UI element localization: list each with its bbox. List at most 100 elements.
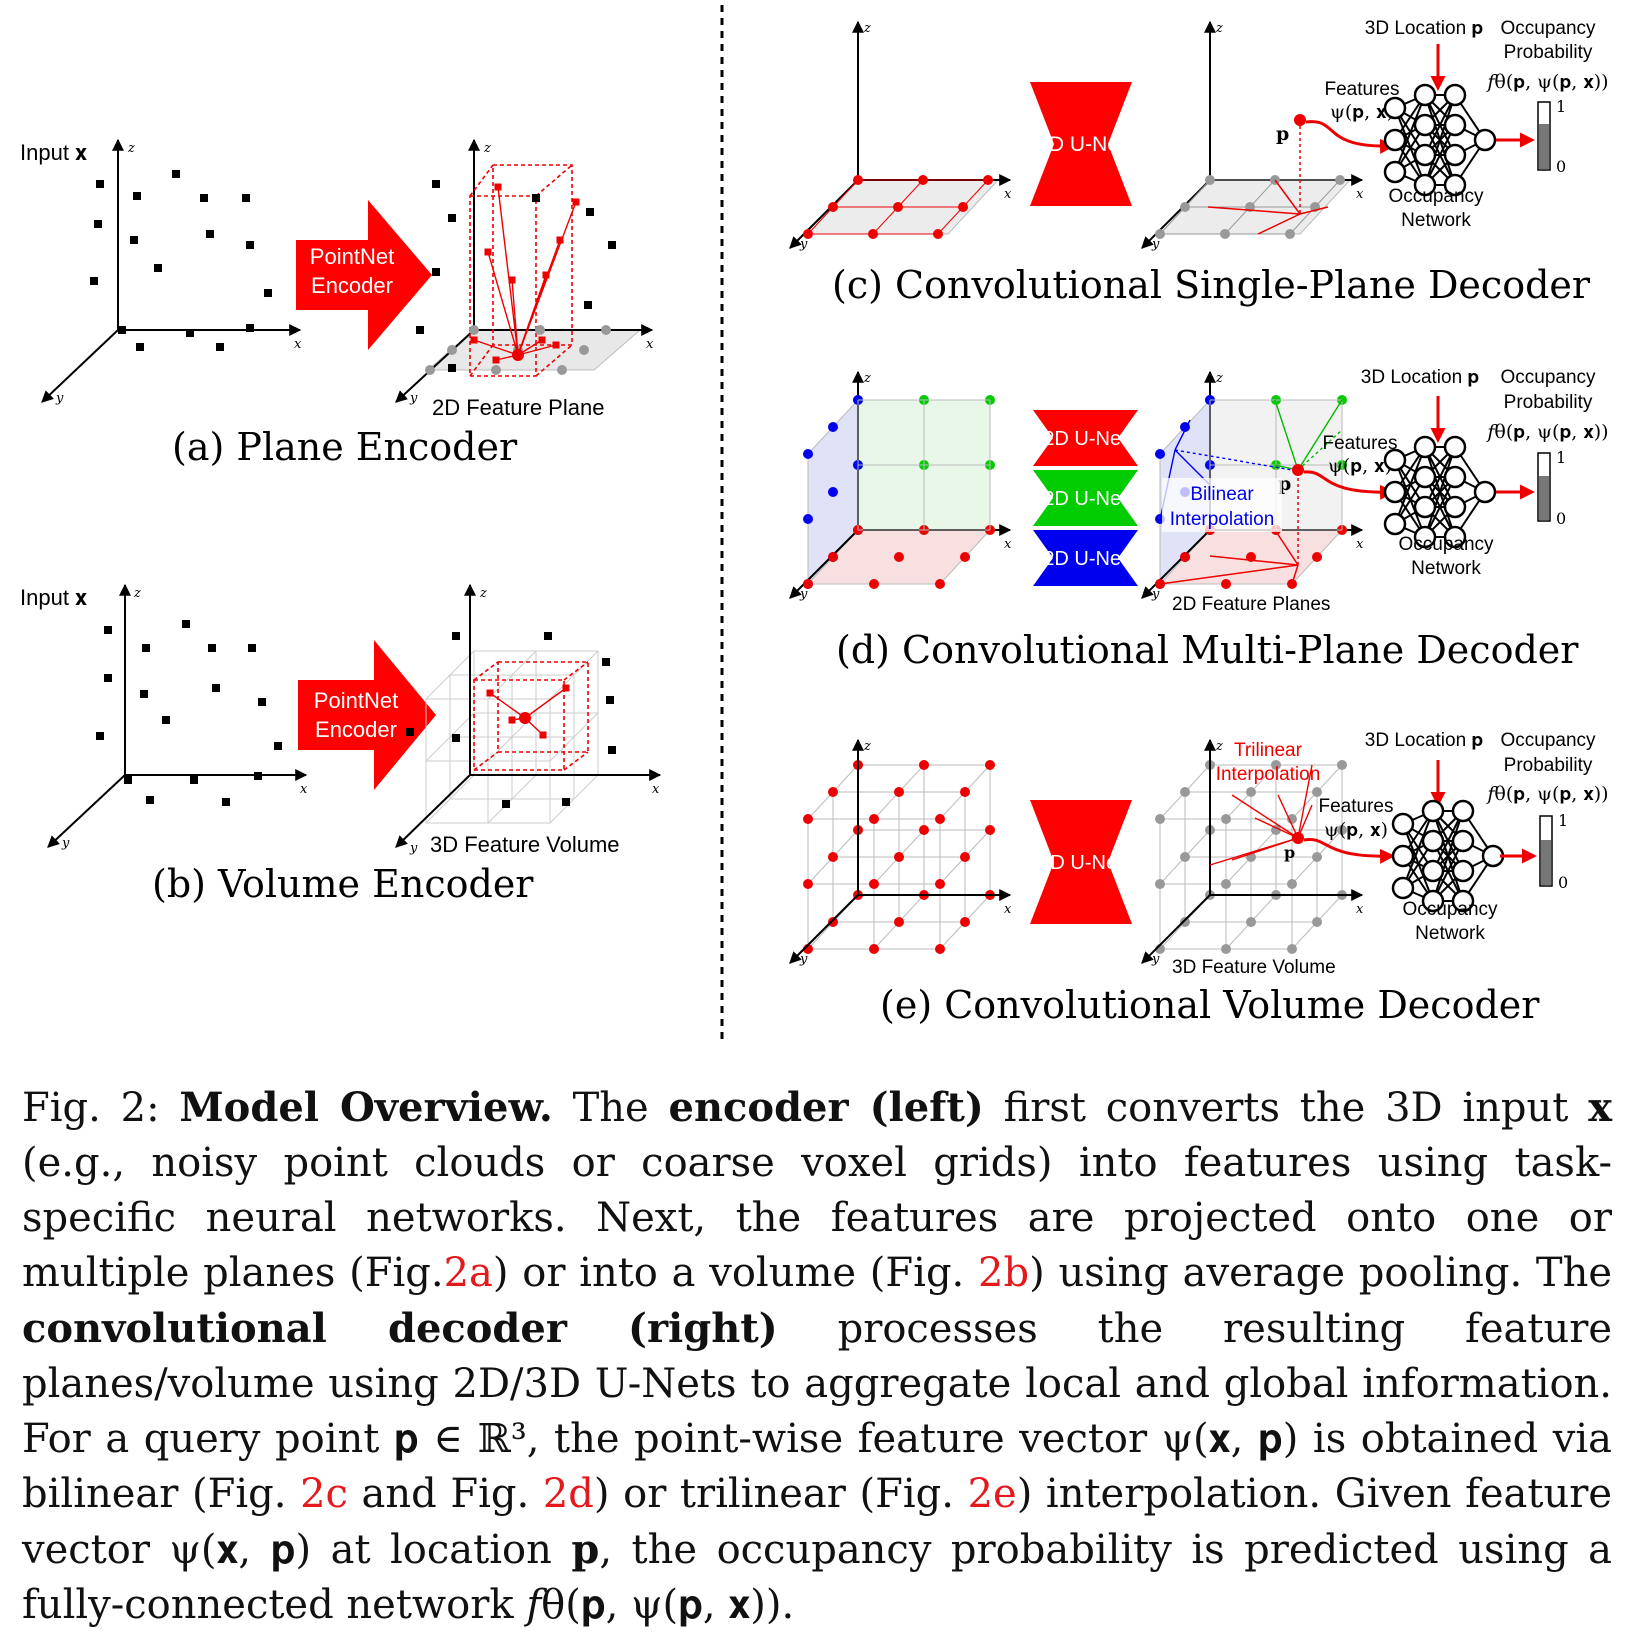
nn-neuron bbox=[1451, 889, 1475, 913]
grid-line bbox=[1184, 829, 1211, 858]
grid-line bbox=[1184, 764, 1211, 793]
grid-line bbox=[807, 206, 834, 235]
feature-planes-label: 2D Feature Planes bbox=[1172, 594, 1330, 615]
nn-edge bbox=[1424, 446, 1456, 538]
grid-line bbox=[897, 179, 924, 208]
grid-line bbox=[807, 791, 834, 820]
pooled-points-a bbox=[416, 180, 616, 375]
axis-x-label: x bbox=[1004, 902, 1012, 917]
grid-line bbox=[1249, 179, 1276, 208]
point-marker bbox=[216, 343, 224, 351]
grid-node bbox=[958, 202, 968, 212]
feature-volume-grid-e bbox=[803, 760, 995, 954]
point-marker bbox=[162, 716, 170, 724]
point-marker bbox=[130, 236, 138, 244]
network-label-e2: Network bbox=[1415, 923, 1485, 944]
nn-neuron bbox=[1383, 480, 1407, 504]
panel-c-caption: (c) Convolutional Single-Plane Decoder bbox=[832, 263, 1591, 307]
unet-label-d3: 2D U-Net bbox=[1043, 548, 1127, 570]
fig-ref-2b[interactable]: 2b bbox=[978, 1250, 1030, 1296]
grid-node bbox=[933, 229, 943, 239]
grid-node bbox=[828, 422, 838, 432]
interp-label-e2: Interpolation bbox=[1216, 764, 1321, 785]
grid-node bbox=[1335, 175, 1345, 185]
nn-neuron bbox=[1391, 876, 1415, 900]
grid-node bbox=[1155, 814, 1165, 824]
axis-y-label: y bbox=[799, 952, 808, 967]
panel-e-volume-decoder: z x y 3D U-Net z x y 𝐩 Trilinear Interpo… bbox=[789, 730, 1609, 1027]
grid-node bbox=[601, 325, 611, 335]
pooling-line bbox=[517, 344, 557, 356]
point-marker bbox=[212, 684, 220, 692]
point-marker bbox=[484, 248, 492, 256]
unet-2d-green bbox=[1033, 470, 1138, 526]
caption-text: ) interpolation. Given feature vector bbox=[22, 1471, 1613, 1573]
fig-ref-2a[interactable]: 2a bbox=[443, 1250, 493, 1296]
occupancy-network-e bbox=[1391, 799, 1505, 913]
caption-text: and Fig. bbox=[361, 1471, 530, 1517]
red-interp-lines bbox=[1159, 472, 1299, 585]
grid-node bbox=[1220, 229, 1230, 239]
grid-node bbox=[1246, 917, 1256, 927]
grid-node bbox=[803, 879, 813, 889]
grid-node bbox=[983, 175, 993, 185]
grid-line bbox=[1159, 206, 1186, 235]
green-interp-lines bbox=[1274, 399, 1343, 471]
grid-node bbox=[512, 349, 524, 361]
grid-node bbox=[869, 579, 879, 589]
nn-neuron bbox=[1383, 96, 1407, 120]
features-formula-e: ψ(𝐩, 𝐱) bbox=[1324, 819, 1388, 841]
prob-fill-d bbox=[1539, 476, 1549, 520]
nn-neuron bbox=[1451, 859, 1475, 883]
features-label-e: Features bbox=[1319, 796, 1394, 817]
grid-node bbox=[1246, 787, 1256, 797]
point-marker bbox=[584, 301, 592, 309]
model-overview-figure: Input 𝐱 z x y PointNet Encoder z x y 2D … bbox=[20, 5, 1609, 1045]
grid-line bbox=[573, 650, 599, 676]
point-marker bbox=[222, 798, 230, 806]
point-marker bbox=[608, 746, 616, 754]
panel-a-input-label: Input 𝐱 bbox=[20, 140, 87, 165]
panel-a-plane-encoder: Input 𝐱 z x y PointNet Encoder z x y 2D … bbox=[20, 138, 654, 469]
point-marker bbox=[532, 194, 540, 202]
grid-line bbox=[898, 894, 925, 923]
bar-top-d: 1 bbox=[1556, 448, 1566, 467]
caption-text: ) or into a volume (Fig. bbox=[492, 1250, 965, 1296]
grid-line bbox=[939, 921, 966, 950]
grid-node bbox=[960, 917, 970, 927]
caption-text: is obtained via bilinear (Fig. bbox=[22, 1416, 1613, 1517]
prob-fill-e bbox=[1541, 840, 1551, 885]
grid-node bbox=[1312, 552, 1322, 562]
bar-bottom-d: 0 bbox=[1556, 509, 1566, 528]
axis-y-label: y bbox=[799, 237, 808, 252]
nn-neuron bbox=[1443, 465, 1467, 489]
axis-z-label: z bbox=[127, 141, 135, 156]
fig-ref-2e[interactable]: 2e bbox=[967, 1471, 1017, 1517]
axis-z-label: z bbox=[479, 586, 487, 601]
point-marker bbox=[206, 230, 214, 238]
grid-line bbox=[549, 674, 575, 700]
encoder-label-a1: PointNet bbox=[310, 244, 394, 269]
point-marker bbox=[552, 341, 560, 349]
fig-ref-2d[interactable]: 2d bbox=[542, 1471, 594, 1517]
grid-line bbox=[425, 798, 451, 824]
occ-prob-label-d2: Probability bbox=[1504, 392, 1593, 413]
network-label-d2: Network bbox=[1411, 558, 1481, 579]
nn-neuron bbox=[1383, 448, 1407, 472]
caption-text: ) or trilinear (Fig. bbox=[593, 1471, 954, 1517]
point-marker bbox=[186, 329, 194, 337]
fig-ref-2c[interactable]: 2c bbox=[300, 1471, 348, 1517]
point-marker bbox=[606, 696, 614, 704]
grid-node bbox=[1205, 175, 1215, 185]
caption-math: ψ(𝐱, 𝐩) bbox=[1161, 1416, 1299, 1462]
point-marker bbox=[124, 776, 132, 784]
unet-stack-d: 2D U-Net 2D U-Net 2D U-Net bbox=[1033, 410, 1138, 586]
point-marker bbox=[539, 731, 547, 739]
grid-node bbox=[1180, 917, 1190, 927]
grid-node bbox=[1312, 917, 1322, 927]
pooling-cell bbox=[497, 661, 589, 753]
nn-neuron bbox=[1443, 143, 1467, 167]
feature-arrow-d bbox=[1303, 470, 1395, 500]
bar-bottom-e: 0 bbox=[1558, 873, 1568, 892]
nn-neuron bbox=[1443, 525, 1467, 549]
